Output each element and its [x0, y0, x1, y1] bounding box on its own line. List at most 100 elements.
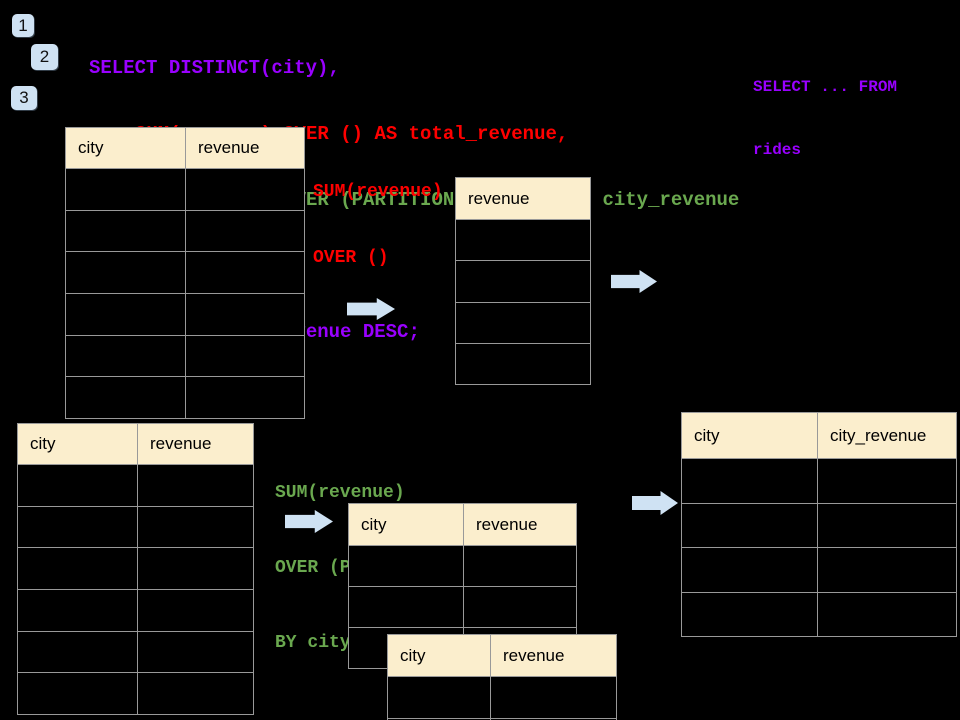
table-body — [66, 168, 304, 419]
table-cell — [464, 587, 576, 627]
label-total-line1: SUM(revenue) — [313, 182, 443, 202]
table-body — [682, 458, 956, 636]
column-header-revenue: revenue — [468, 188, 530, 208]
table-row — [66, 168, 304, 210]
arrow-right-icon — [347, 298, 395, 320]
table-partition-result: city city_revenue — [681, 412, 957, 637]
table-cell — [818, 593, 956, 637]
table-row — [66, 293, 304, 335]
table-header-row: city revenue — [349, 504, 576, 545]
table-source-bottom: city revenue — [17, 423, 254, 716]
step-badge-1: 1 — [12, 14, 34, 37]
table-cell — [682, 592, 818, 636]
column-header-revenue: revenue — [150, 434, 212, 453]
table-cell — [138, 507, 253, 548]
table-row — [682, 458, 956, 503]
table-row — [18, 505, 253, 548]
table-cell — [682, 459, 818, 503]
side-note: SELECT ... FROM rides — [753, 35, 897, 203]
table-row — [456, 342, 590, 384]
table-row — [18, 630, 253, 673]
column-header-revenue: revenue — [503, 645, 565, 665]
table-cell — [138, 632, 253, 673]
table-cell — [388, 677, 491, 718]
label-total-revenue: SUM(revenue) OVER () — [313, 137, 443, 313]
table-cell — [18, 631, 138, 673]
table-cell — [66, 210, 186, 252]
column-header-city: city — [388, 635, 491, 676]
side-note-line2: rides — [753, 141, 802, 159]
table-row — [18, 672, 253, 715]
table-cell — [66, 294, 186, 335]
table-cell — [138, 590, 253, 631]
table-row — [18, 464, 253, 506]
table-cell — [491, 677, 616, 718]
table-row — [388, 676, 616, 718]
table-cell — [66, 377, 186, 419]
table-cell — [138, 548, 253, 589]
column-header-city-revenue: city_revenue — [830, 425, 927, 445]
table-cell — [456, 303, 590, 343]
column-header-revenue: revenue — [476, 514, 538, 534]
table-source-top: city revenue — [65, 127, 305, 420]
arrow-right-icon — [285, 510, 333, 533]
table-cell — [818, 504, 956, 548]
table-row — [66, 251, 304, 294]
table-row — [349, 586, 576, 627]
label-partition-line3: BY city) — [275, 633, 362, 653]
column-header-revenue: revenue — [198, 138, 260, 157]
table-header-row: revenue — [456, 178, 590, 219]
table-cell — [18, 590, 138, 631]
table-row — [682, 547, 956, 592]
table-cell — [818, 548, 956, 592]
table-cell — [138, 673, 253, 714]
table-cell — [186, 169, 304, 210]
sql-line-select: SELECT DISTINCT(city), — [89, 57, 340, 79]
table-row — [66, 209, 304, 252]
table-header-row: city revenue — [388, 635, 616, 676]
table-cell — [682, 503, 818, 547]
table-row — [456, 219, 590, 260]
side-note-line1: SELECT ... FROM — [753, 78, 898, 96]
table-cell — [186, 336, 304, 377]
label-total-line2: OVER () — [313, 248, 389, 268]
table-cell — [464, 546, 576, 586]
table-body — [18, 464, 253, 715]
arrow-right-icon — [632, 491, 678, 515]
arrow-right-icon — [611, 270, 657, 293]
table-cell — [66, 335, 186, 377]
table-cell — [456, 220, 590, 260]
table-cell — [456, 261, 590, 301]
table-cell — [18, 673, 138, 715]
column-header-city: city — [18, 424, 138, 464]
table-row — [682, 591, 956, 637]
table-header-row: city revenue — [18, 424, 253, 464]
table-row — [682, 502, 956, 548]
table-row — [18, 547, 253, 590]
table-total-result: revenue — [455, 177, 591, 386]
table-cell — [138, 465, 253, 506]
table-cell — [349, 546, 464, 586]
table-row — [18, 589, 253, 631]
step-badge-2: 2 — [31, 44, 58, 70]
table-cell — [18, 465, 138, 506]
table-row — [456, 260, 590, 301]
table-cell — [18, 548, 138, 590]
table-cell — [186, 252, 304, 293]
table-cell — [682, 548, 818, 592]
table-cell — [66, 169, 186, 210]
table-cell — [18, 506, 138, 548]
table-cell — [186, 377, 304, 418]
table-cell — [818, 459, 956, 503]
table-row — [66, 376, 304, 419]
table-header-row: city revenue — [66, 128, 304, 168]
table-row — [349, 545, 576, 586]
table-cell — [186, 211, 304, 252]
table-cell — [456, 344, 590, 384]
column-header-city: city — [349, 504, 464, 545]
table-cell — [66, 252, 186, 294]
table-body — [456, 219, 590, 384]
table-cell — [186, 294, 304, 335]
column-header-city: city — [66, 128, 186, 168]
